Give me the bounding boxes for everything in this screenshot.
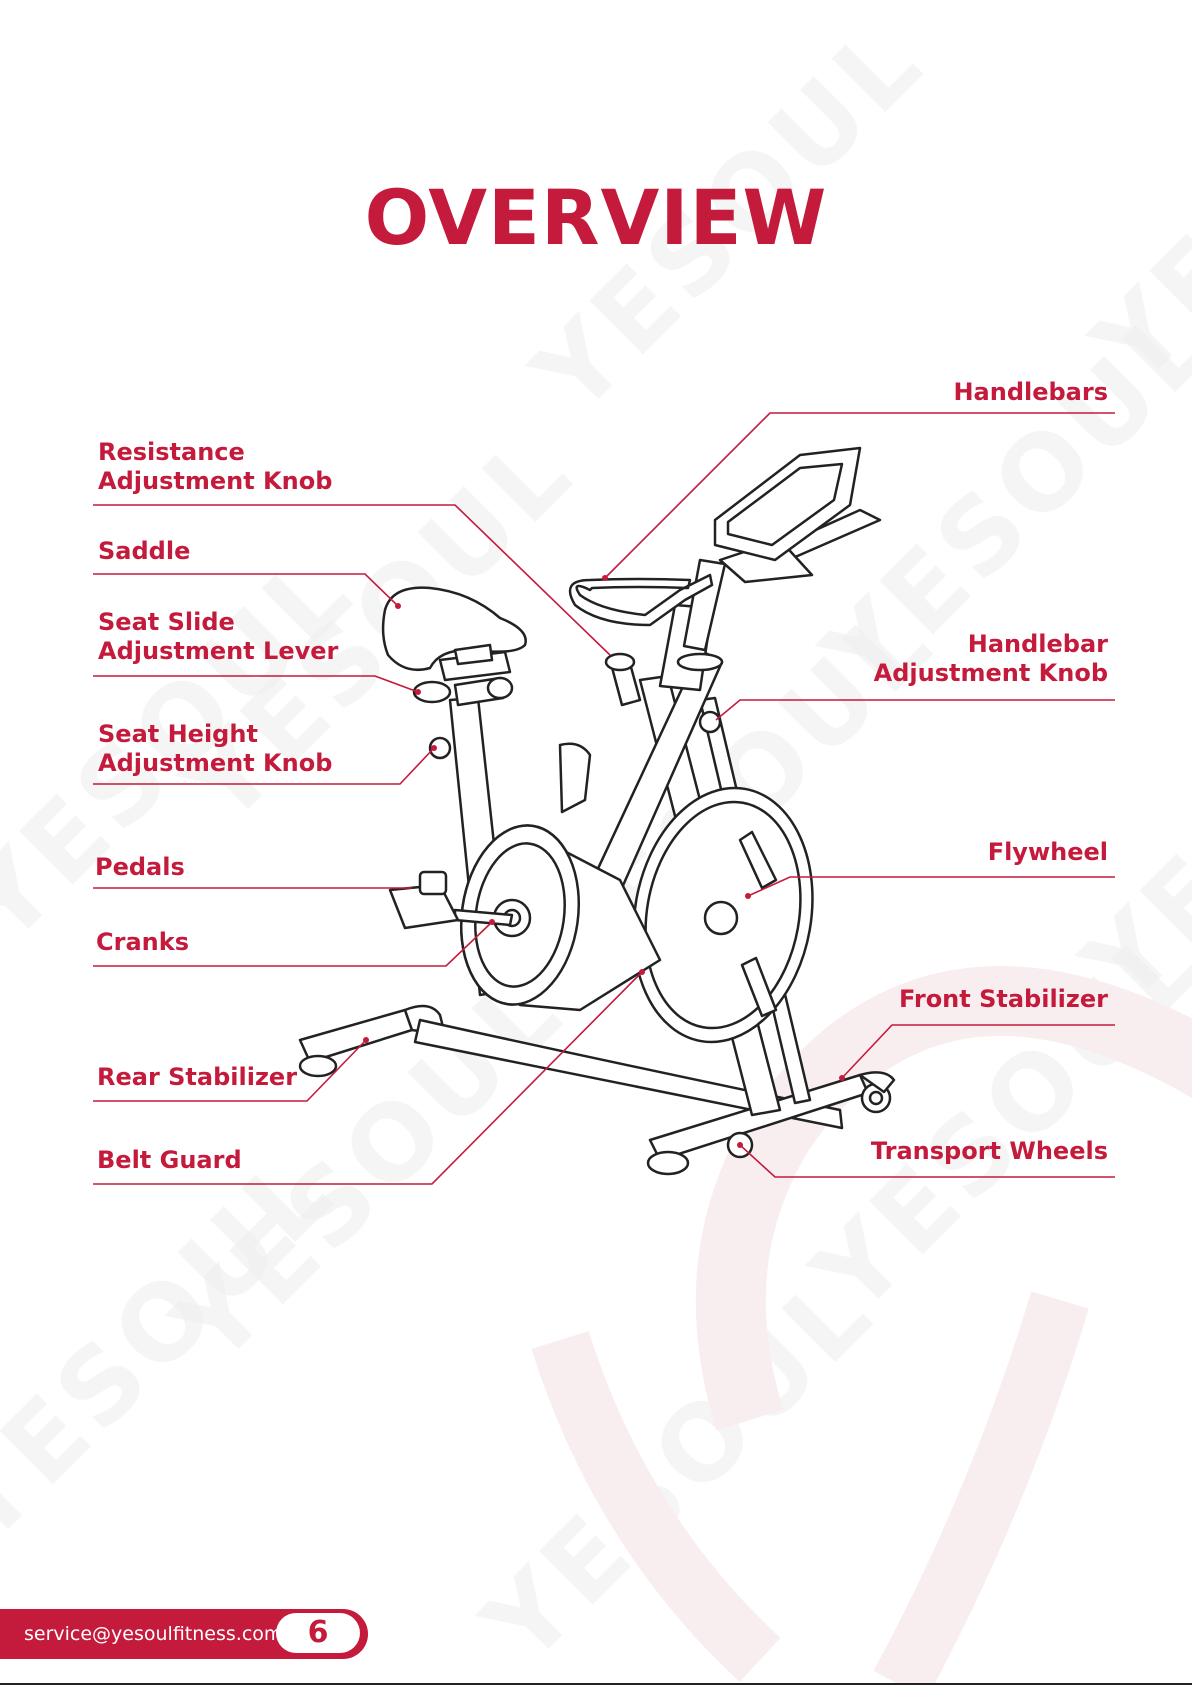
label-seat-height-knob-line1: Seat Height [98,720,258,748]
leader-cranks [93,921,493,967]
label-handlebars: Handlebars [953,378,1108,406]
footer-email-link[interactable]: service@yesoulfitness.com [24,1623,283,1645]
leader-handlebar-knob [715,699,1115,721]
label-belt-guard: Belt Guard [97,1146,242,1174]
leader-flywheel [747,876,1115,897]
label-seat-slide-lever: Seat Slide Adjustment Lever [98,608,338,666]
leader-resistance-knob [93,504,611,656]
leader-seat-height-knob [93,747,435,785]
label-seat-height-knob: Seat Height Adjustment Knob [98,720,332,778]
label-handlebar-knob: Handlebar Adjustment Knob [874,630,1108,688]
label-handlebar-knob-line2: Adjustment Knob [873,659,1108,687]
label-rear-stabilizer: Rear Stabilizer [97,1063,298,1091]
label-seat-slide-lever-line1: Seat Slide [98,608,235,636]
label-cranks: Cranks [96,928,189,956]
leader-belt-guard [93,971,643,1185]
label-resistance-knob-line1: Resistance [98,438,245,466]
label-resistance-knob: Resistance Adjustment Knob [98,438,332,496]
leader-transport-wheels [739,1144,1115,1178]
page-title: OVERVIEW [364,172,828,262]
label-seat-height-knob-line2: Adjustment Knob [98,749,333,777]
page-number: 6 [276,1613,360,1653]
label-saddle: Saddle [98,537,191,565]
label-pedals: Pedals [95,853,185,881]
label-handlebar-knob-line1: Handlebar [967,630,1108,658]
leader-saddle [93,573,399,607]
label-front-stabilizer: Front Stabilizer [899,985,1108,1013]
bottom-rule [0,1683,1192,1685]
leader-rear-stabilizer [93,1039,367,1102]
label-resistance-knob-line2: Adjustment Knob [98,467,333,495]
leader-handlebars [604,412,1115,579]
bike-line-art [298,446,896,1176]
leader-lines [93,412,1115,1185]
label-seat-slide-lever-line2: Adjustment Lever [98,637,339,665]
leader-dots [363,575,845,1148]
label-flywheel: Flywheel [987,838,1108,866]
leader-front-stabilizer [841,1024,1115,1079]
leader-seat-slide-lever [93,675,419,693]
label-transport-wheels: Transport Wheels [870,1137,1108,1165]
